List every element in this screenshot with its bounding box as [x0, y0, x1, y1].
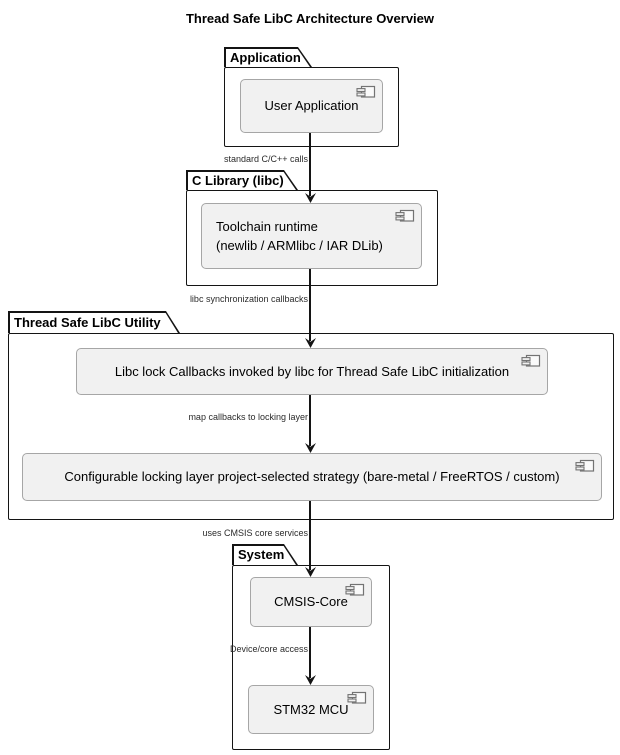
arrowhead-icon [304, 443, 316, 453]
component-libc-lock-callbacks: Libc lock Callbacks invoked by libc for … [76, 348, 548, 395]
component-configurable-locking-layer-label: Configurable locking layer project-selec… [64, 469, 560, 485]
component-icon [356, 85, 376, 98]
diagram-title: Thread Safe LibC Architecture Overview [185, 11, 435, 26]
component-icon [395, 209, 415, 222]
package-tab-fill [226, 49, 310, 67]
package-system-tab: System [232, 544, 298, 565]
package-tab-fill [10, 313, 178, 333]
arrow-libc-to-utility-line [309, 268, 311, 341]
package-thread-safe-libc-utility-tab: Thread Safe LibC Utility [8, 311, 180, 333]
component-icon [575, 459, 595, 472]
arrow-libc-to-utility-label: libc synchronization callbacks [189, 294, 308, 304]
component-stm32-mcu-label: STM32 MCU [273, 701, 349, 717]
arrow-lock-to-layer-line [309, 393, 311, 446]
arrow-app-to-libc-label: standard C/C++ calls [223, 154, 308, 164]
component-icon [347, 691, 367, 704]
package-c-library-label: C Library (libc) [192, 172, 284, 188]
package-c-library-tab: C Library (libc) [186, 170, 298, 190]
component-cmsis-core-label: CMSIS-Core [274, 594, 348, 610]
arrowhead-icon [304, 338, 316, 348]
package-application-label: Application [230, 49, 301, 65]
arrow-app-to-libc-line [309, 131, 311, 196]
arrow-lock-to-layer-label: map callbacks to locking layer [188, 412, 308, 422]
component-cmsis-core: CMSIS-Core [250, 577, 372, 627]
package-thread-safe-libc-utility-label: Thread Safe LibC Utility [14, 314, 161, 330]
component-libc-lock-callbacks-label: Libc lock Callbacks invoked by libc for … [114, 363, 510, 379]
component-icon [345, 583, 365, 596]
component-stm32-mcu: STM32 MCU [248, 685, 374, 734]
component-icon [521, 354, 541, 367]
component-toolchain-runtime: Toolchain runtime (newlib / ARMlibc / IA… [201, 203, 422, 269]
component-user-application-label: User Application [264, 98, 359, 114]
component-toolchain-runtime-label: Toolchain runtime (newlib / ARMlibc / IA… [216, 218, 383, 254]
arrow-layer-to-system-label: uses CMSIS core services [202, 528, 308, 538]
package-tab-fill [188, 172, 296, 190]
arrow-cmsis-to-mcu-line [309, 625, 311, 678]
component-user-application: User Application [240, 79, 383, 133]
arrowhead-icon [304, 193, 316, 203]
component-configurable-locking-layer: Configurable locking layer project-selec… [22, 453, 602, 501]
arrowhead-icon [304, 675, 316, 685]
arrow-layer-to-system-line [309, 498, 311, 570]
package-tab-fill [234, 546, 296, 565]
package-system-label: System [238, 547, 285, 562]
arrow-cmsis-to-mcu-label: Device/core access [229, 644, 308, 654]
package-application-tab: Application [224, 47, 312, 67]
arrowhead-icon [304, 567, 316, 577]
